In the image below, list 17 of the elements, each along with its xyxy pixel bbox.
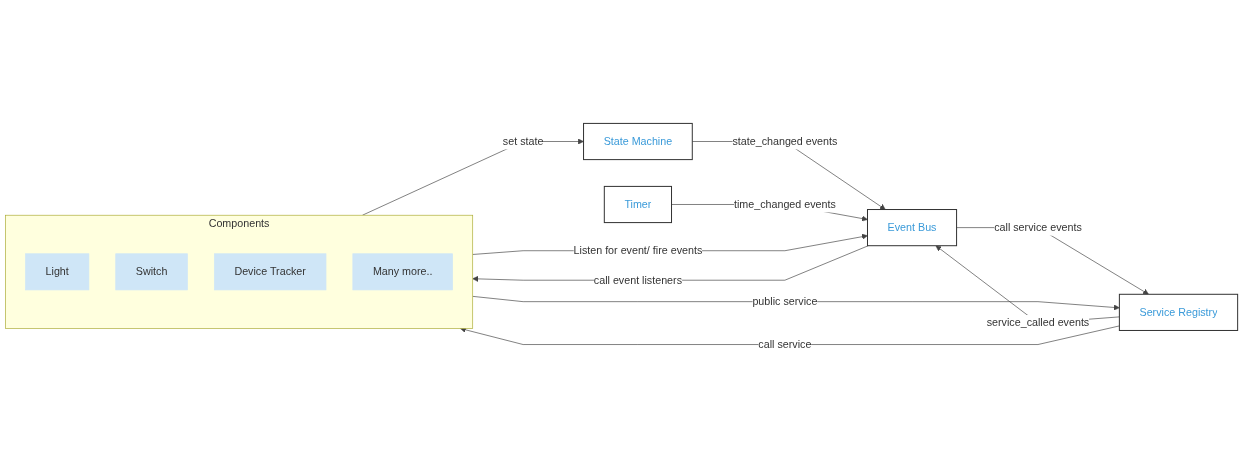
edge-label: call service [758,338,812,350]
edge-label: public service [752,295,818,308]
node-box: Timer [603,185,673,224]
edge-label: service_called events [986,317,1090,329]
edge-label: call event listeners [593,274,683,286]
edge-label: Listen for event/ fire events [573,244,703,257]
node-box: Service Registry [1118,293,1239,331]
node-box: Switch [115,253,188,291]
node-box: Many more.. [352,253,453,291]
edge-label: set state [502,135,544,147]
node-box: Event Bus [867,209,958,247]
node-box: State Machine [583,122,693,161]
node-box: Light [25,253,90,291]
edge-label: state_changed events [732,135,838,147]
edge-label: time_changed events [733,198,836,210]
edge-label: call service events [994,221,1082,233]
node-box: Device Tracker [213,253,327,291]
